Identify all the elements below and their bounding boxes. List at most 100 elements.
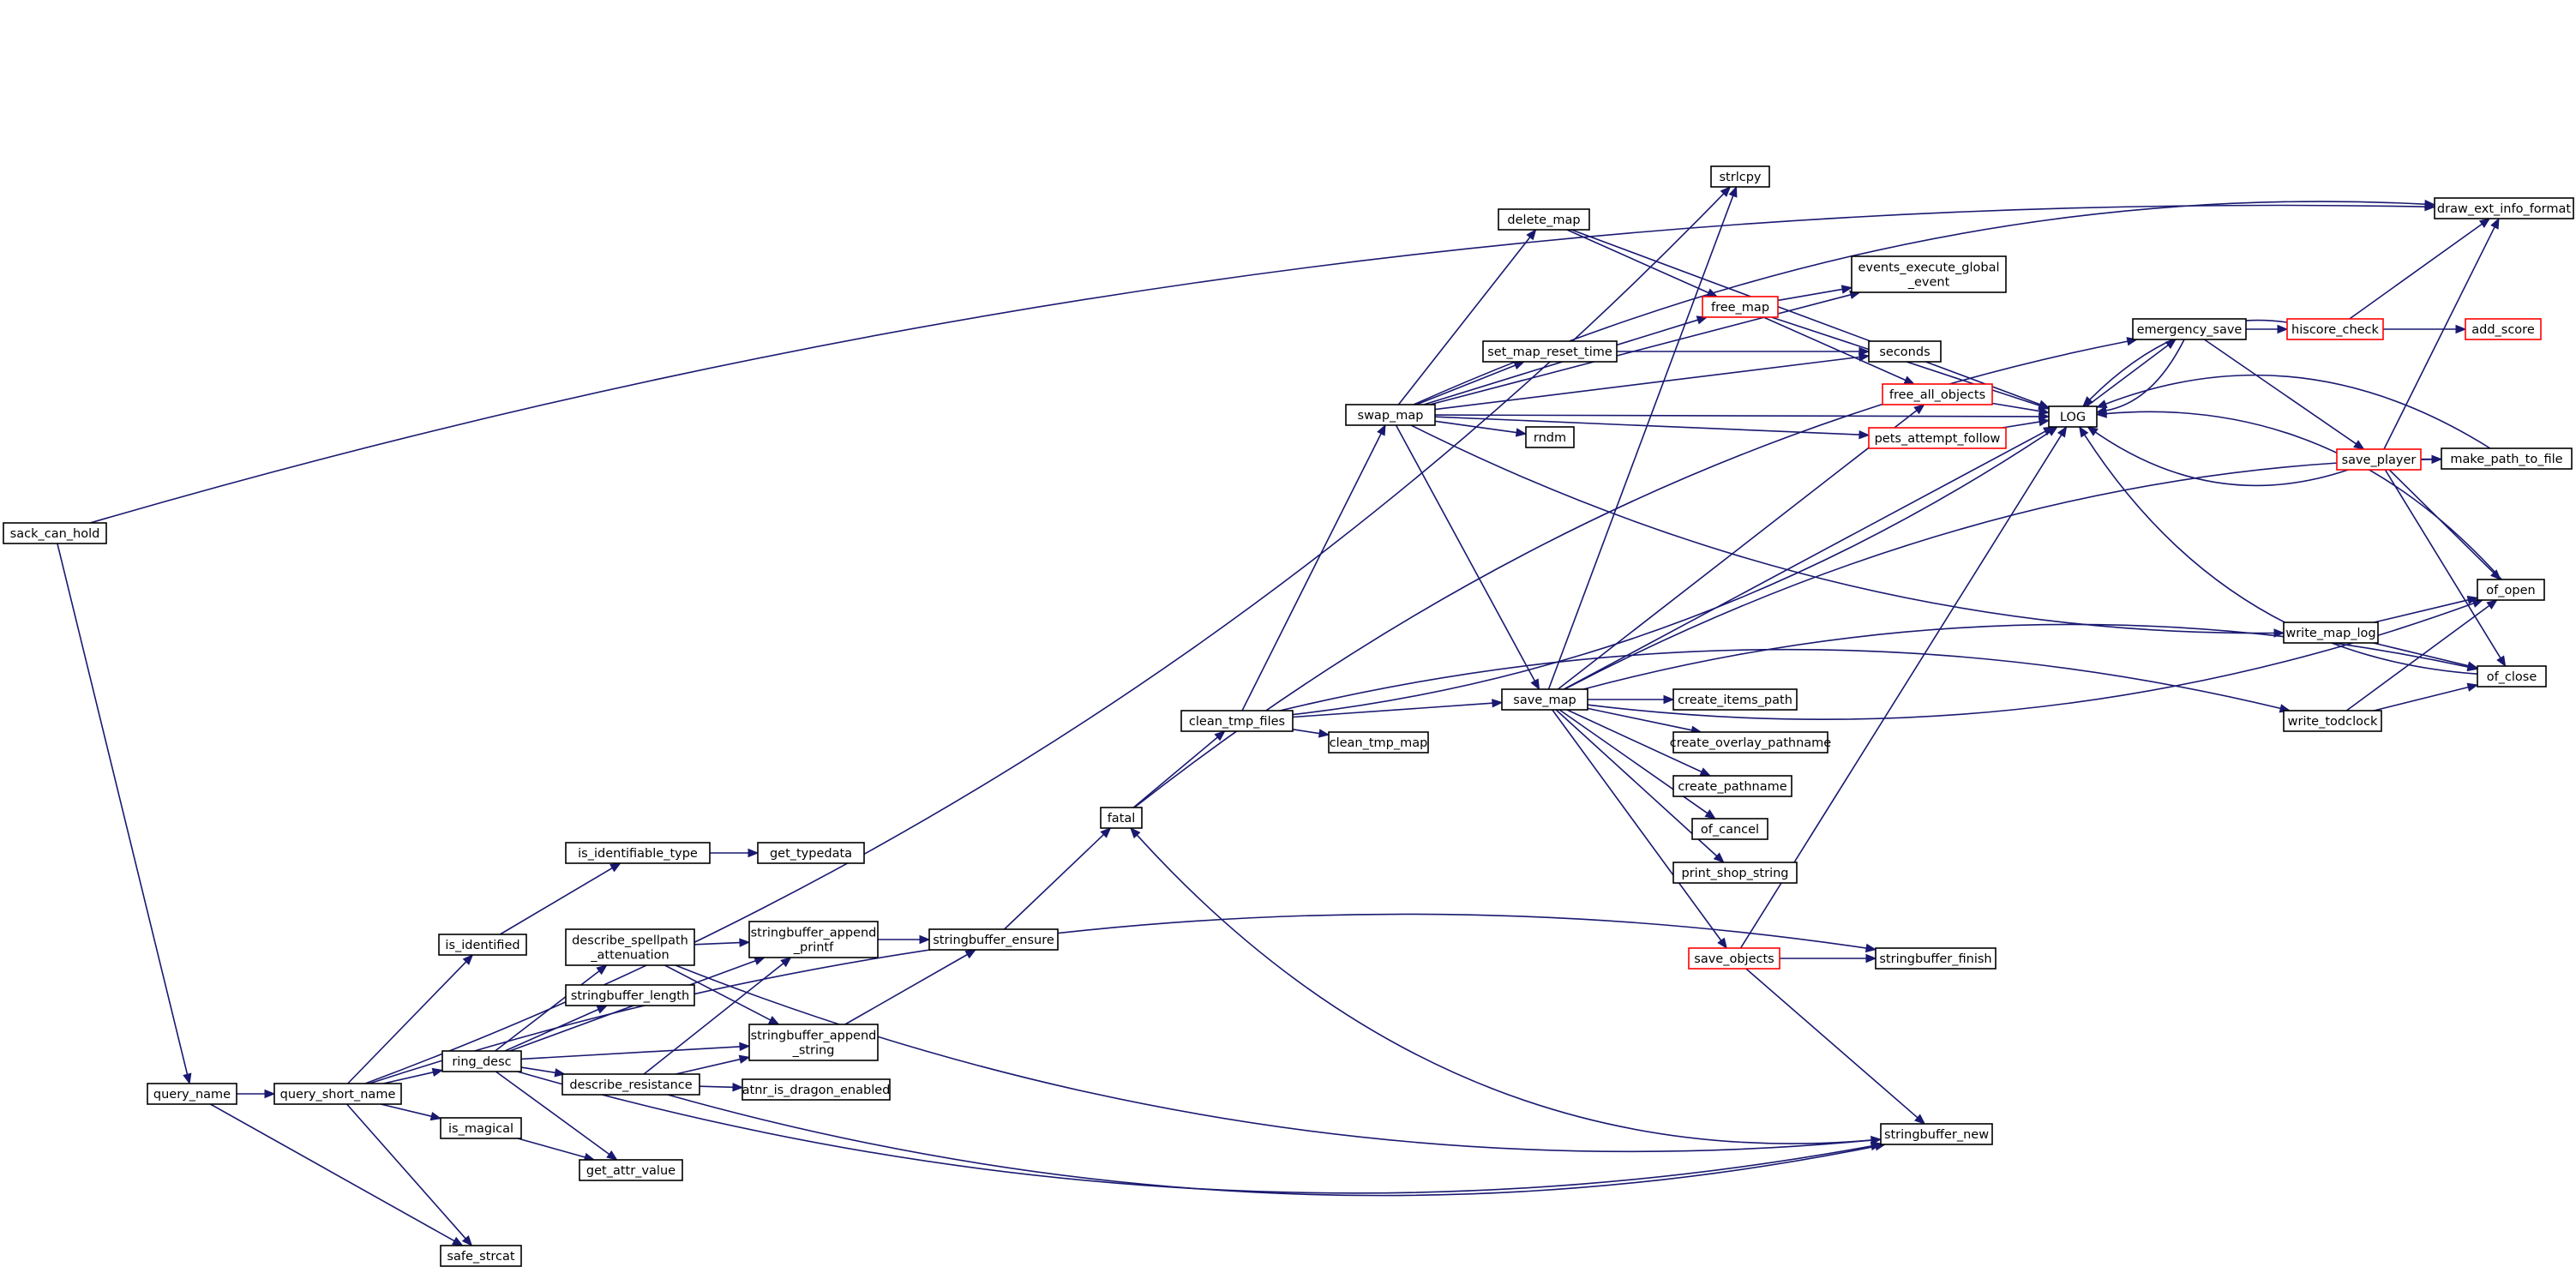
node-label: get_attr_value xyxy=(586,1164,676,1178)
node-box xyxy=(1882,383,1993,405)
edge-stringbuffer-ensure-to-fatal xyxy=(1004,827,1112,930)
node-rndm[interactable]: rndm xyxy=(1525,426,1575,448)
node-box xyxy=(2283,710,2382,732)
arrowhead-icon xyxy=(1214,730,1226,742)
node-stringbuffer-new[interactable]: stringbuffer_new xyxy=(1880,1123,1993,1145)
arrowhead-icon xyxy=(1914,1114,1926,1125)
node-clean-tmp-files[interactable]: clean_tmp_files xyxy=(1180,710,1294,732)
node-stringbuffer-ensure[interactable]: stringbuffer_ensure xyxy=(928,928,1059,951)
node-box xyxy=(579,1159,683,1181)
arrowhead-icon xyxy=(2078,425,2089,438)
edge-hiscore-check-to-draw-ext-info-format xyxy=(2349,218,2491,320)
edge-save-objects-to-stringbuffer-finish xyxy=(1779,953,1877,964)
node-seconds[interactable]: seconds xyxy=(1868,340,1942,363)
node-hiscore-check[interactable]: hiscore_check xyxy=(2286,318,2384,340)
node-get-attr-value[interactable]: get_attr_value xyxy=(579,1159,683,1181)
edge-save-map-to-create-overlay-pathname xyxy=(1587,707,1702,735)
node-save-map[interactable]: save_map xyxy=(1501,688,1588,711)
node-free-map[interactable]: free_map xyxy=(1702,296,1779,318)
arrowhead-icon xyxy=(748,848,760,858)
node-events-execute-global-event[interactable]: events_execute_global_event xyxy=(1851,255,2007,293)
node-add-score[interactable]: add_score xyxy=(2465,318,2542,340)
edge-line xyxy=(1241,433,1382,712)
node-describe-resistance[interactable]: describe_resistance xyxy=(561,1073,700,1096)
node-safe-strcat[interactable]: safe_strcat xyxy=(440,1245,522,1267)
edge-line xyxy=(2084,434,2478,675)
edge-describe-spellpath-attenuation-to-stringbuffer-append-string xyxy=(664,964,780,1025)
node-create-items-path[interactable]: create_items_path xyxy=(1672,688,1798,711)
node-swap-map[interactable]: swap_map xyxy=(1345,404,1436,426)
arrowhead-icon xyxy=(2095,409,2107,418)
node-box xyxy=(561,1073,700,1096)
node-strlcpy[interactable]: strlcpy xyxy=(1710,165,1770,188)
node-draw-ext-info-format[interactable]: draw_ext_info_format xyxy=(2434,197,2574,219)
node-write-todclock[interactable]: write_todclock xyxy=(2283,710,2382,732)
node-stringbuffer-append-printf[interactable]: stringbuffer_append_printf xyxy=(748,921,879,958)
edge-line xyxy=(2095,431,2349,487)
node-write-map-log[interactable]: write_map_log xyxy=(2283,621,2379,644)
edge-line xyxy=(380,1103,432,1117)
node-stringbuffer-finish[interactable]: stringbuffer_finish xyxy=(1875,947,1997,970)
node-describe-spellpath-attenuation[interactable]: describe_spellpath_attenuation xyxy=(565,928,695,966)
node-label: fatal xyxy=(1108,812,1136,826)
node-query-name[interactable]: query_name xyxy=(147,1083,237,1105)
node-free-all-objects[interactable]: free_all_objects xyxy=(1882,383,1993,405)
node-emergency-save[interactable]: emergency_save xyxy=(2132,318,2247,340)
node-create-overlay-pathname[interactable]: create_overlay_pathname xyxy=(1670,731,1832,754)
edge-log-to-emergency-save xyxy=(2086,339,2177,407)
node-box xyxy=(1501,688,1588,711)
node-clean-tmp-map[interactable]: clean_tmp_map xyxy=(1328,731,1429,754)
edge-emergency-save-to-hiscore-check xyxy=(2245,324,2289,334)
node-of-close[interactable]: of_close xyxy=(2477,665,2547,688)
node-is-magical[interactable]: is_magical xyxy=(440,1117,522,1139)
arrowhead-icon xyxy=(739,938,751,947)
edge-line xyxy=(520,1066,556,1074)
edge-line xyxy=(1557,410,1918,690)
arrowhead-icon xyxy=(767,1016,780,1025)
node-box xyxy=(2477,579,2545,601)
edge-line xyxy=(1434,416,1860,435)
node-set-map-reset-time[interactable]: set_map_reset_time xyxy=(1482,340,1618,363)
node-sack-can-hold[interactable]: sack_can_hold xyxy=(3,522,107,544)
node-of-open[interactable]: of_open xyxy=(2477,579,2545,601)
arrowhead-icon xyxy=(2277,324,2289,334)
node-create-pathname[interactable]: create_pathname xyxy=(1672,775,1792,797)
edge-line xyxy=(1415,364,1516,405)
edge-describe-resistance-to-atnr-is-dragon-enabled xyxy=(699,1083,744,1092)
edge-save-player-to-log xyxy=(2087,426,2349,487)
node-save-player[interactable]: save_player xyxy=(2336,448,2422,471)
node-fatal[interactable]: fatal xyxy=(1100,807,1143,829)
node-label: write_todclock xyxy=(2288,715,2378,729)
node-print-shop-string[interactable]: print_shop_string xyxy=(1672,862,1798,884)
node-is-identifiable-type[interactable]: is_identifiable_type xyxy=(565,842,711,864)
node-stringbuffer-length[interactable]: stringbuffer_length xyxy=(565,984,695,1006)
node-atnr-is-dragon-enabled[interactable]: atnr_is_dragon_enabled xyxy=(742,1078,891,1101)
node-label: sack_can_hold xyxy=(10,527,100,541)
node-of-cancel[interactable]: of_cancel xyxy=(1691,818,1768,840)
node-ring-desc[interactable]: ring_desc xyxy=(441,1050,522,1072)
edge-line xyxy=(2345,604,2490,712)
node-box xyxy=(1672,862,1798,884)
node-get-typedata[interactable]: get_typedata xyxy=(757,842,865,864)
arrowhead-icon xyxy=(2353,440,2365,450)
edge-swap-map-to-write-map-log xyxy=(1410,424,2285,638)
node-is-identified[interactable]: is_identified xyxy=(438,934,527,956)
node-pets-attempt-follow[interactable]: pets_attempt_follow xyxy=(1868,427,2007,449)
node-box xyxy=(440,1245,522,1267)
edge-line xyxy=(1395,424,1536,682)
node-make-path-to-file[interactable]: make_path_to_file xyxy=(2441,447,2573,470)
node-query-short-name[interactable]: query_short_name xyxy=(273,1083,402,1105)
edge-ring-desc-to-stringbuffer-length xyxy=(504,1005,609,1052)
edge-fatal-to-clean-tmp-files xyxy=(1132,730,1226,808)
node-save-objects[interactable]: save_objects xyxy=(1688,947,1780,970)
edge-query-name-to-safe-strcat xyxy=(210,1103,464,1246)
node-log[interactable]: LOG xyxy=(2048,405,2098,428)
node-stringbuffer-append-string[interactable]: stringbuffer_append_string xyxy=(748,1024,879,1061)
edge-swap-map-to-set-map-reset-time xyxy=(1415,361,1526,405)
node-label: safe_strcat xyxy=(447,1250,514,1264)
edge-line xyxy=(1132,736,1218,808)
edge-clean-tmp-files-to-log xyxy=(1292,426,2059,716)
node-delete-map[interactable]: delete_map xyxy=(1498,208,1590,231)
node-box xyxy=(1345,404,1436,426)
